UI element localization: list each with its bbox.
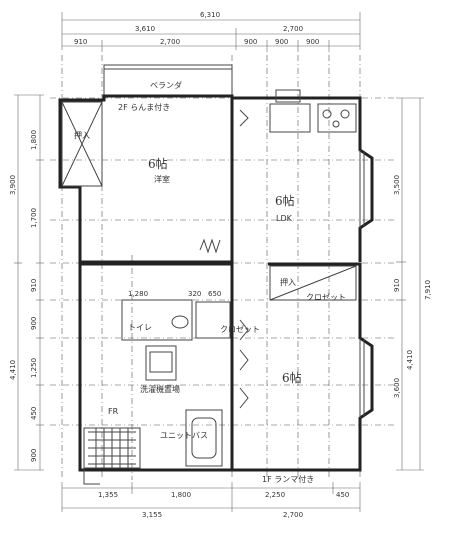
room1-walls xyxy=(232,262,374,472)
oshiire-top-label: 押入 xyxy=(74,130,90,140)
dim-left-8: 900 xyxy=(30,449,38,462)
dim-interior-2: 650 xyxy=(208,290,221,298)
dim-right-3: 4,410 xyxy=(406,350,414,370)
upper-floor: ベランダ 押入 2F らんま付き 6帖 洋室 6帖 LDK xyxy=(58,64,374,264)
oshiire-mid xyxy=(269,265,357,301)
room2-walls xyxy=(58,94,234,264)
dim-bottom-row1-1: 1,800 xyxy=(171,491,191,499)
dim-top-row3-2: 900 xyxy=(244,38,257,46)
dim-top-row3-1: 2,700 xyxy=(160,38,180,46)
closet-small xyxy=(195,301,231,339)
closet-label: クロゼット xyxy=(306,292,346,302)
unit-bath xyxy=(185,409,223,467)
dim-left-0: 1,800 xyxy=(30,130,38,150)
lower-floor: 押入 クロゼット トイレ 1,280 320 650 クロゼット 洗濯機置場 ユ… xyxy=(78,262,374,485)
toilet-room xyxy=(121,299,193,341)
dim-left-1: 3,900 xyxy=(9,175,17,195)
dim-top-total: 6,310 xyxy=(200,11,220,19)
washer-label: 洗濯機置場 xyxy=(140,384,180,394)
dim-bottom-row1-0: 1,355 xyxy=(98,491,118,499)
first-floor-note: 1F ランマ付き xyxy=(262,474,314,484)
dim-top-row3-4: 900 xyxy=(306,38,319,46)
dim-top-row3-3: 900 xyxy=(275,38,288,46)
dim-bottom-row2-0: 3,155 xyxy=(142,511,162,519)
dim-top-row3-0: 910 xyxy=(74,38,87,46)
dim-top-row2-0: 3,610 xyxy=(135,25,155,33)
oshiire-mid-label: 押入 xyxy=(280,277,296,287)
fr-label: FR xyxy=(108,407,119,416)
dim-bottom-row2-1: 2,700 xyxy=(283,511,303,519)
dim-interior-0: 1,280 xyxy=(128,290,148,298)
dim-left-5: 4,410 xyxy=(9,360,17,380)
top-dimensions: 6,310 3,610 2,700 910 2,700 900 900 900 xyxy=(61,11,361,52)
dim-right-0: 3,500 xyxy=(393,175,401,195)
unit-bath-label: ユニットバス xyxy=(160,431,208,440)
dim-left-4: 900 xyxy=(30,317,38,330)
right-dimensions: 3,500 910 7,910 4,410 3,600 xyxy=(393,97,432,471)
dim-bottom-row1-2: 2,250 xyxy=(265,491,285,499)
washbasin xyxy=(145,345,177,381)
stove xyxy=(317,103,357,133)
ldk-type: LDK xyxy=(276,214,293,223)
toilet-label: トイレ xyxy=(128,323,152,332)
dim-left-7: 450 xyxy=(30,407,38,420)
ldk-size: 6帖 xyxy=(275,193,295,208)
bottom-dimensions: 1,355 1,800 2,250 450 3,155 2,700 xyxy=(61,482,361,519)
dim-top-row2-1: 2,700 xyxy=(283,25,303,33)
dim-right-4: 3,600 xyxy=(393,378,401,398)
dim-left-2: 1,700 xyxy=(30,208,38,228)
dim-right-1: 910 xyxy=(393,279,401,292)
left-dimensions: 1,800 3,900 1,700 910 900 4,410 1,250 45… xyxy=(9,94,44,471)
veranda-label: ベランダ xyxy=(150,80,182,90)
dim-right-2: 7,910 xyxy=(424,280,432,300)
oshiire-top xyxy=(61,101,103,187)
room2-size: 6帖 xyxy=(148,156,168,171)
dim-interior-1: 320 xyxy=(188,290,201,298)
closet-small-label: クロゼット xyxy=(220,324,260,334)
dim-left-6: 1,250 xyxy=(30,358,38,378)
kitchen-sink xyxy=(269,103,311,133)
second-floor-note: 2F らんま付き xyxy=(118,102,170,112)
dim-left-3: 910 xyxy=(30,279,38,292)
dim-bottom-row1-3: 450 xyxy=(336,491,349,499)
room2-type: 洋室 xyxy=(154,174,170,184)
room1-size: 6帖 xyxy=(282,370,302,385)
